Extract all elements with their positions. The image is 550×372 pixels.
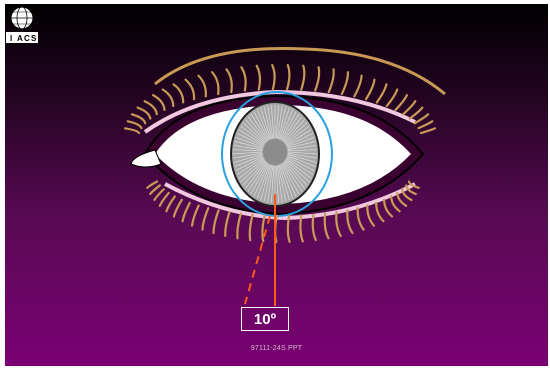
angle-label: 10º [254,311,276,328]
offset-axis-dashed-line [245,216,270,304]
eyelash [214,210,219,233]
eyelash [387,90,398,107]
slide-footer: 97111-24S.PPT [5,345,548,352]
eyelash [366,80,374,100]
eyelash [313,215,316,240]
eyelash [262,216,264,242]
globe-logo-icon: I A C S [5,4,39,44]
slide: 10º 97111-24S.PPT I A C S [5,4,548,366]
eyelash [354,76,361,97]
file-label: 97111-24S.PPT [251,345,302,352]
tear-duct [131,150,161,167]
eyelash [415,114,428,123]
eyelash [396,95,407,110]
pupil [263,139,287,165]
eyelash [163,90,174,107]
eyelash [174,84,184,102]
eyelash [225,212,229,236]
eyelash [198,76,205,97]
eyelash [183,203,190,221]
eyelash [166,196,174,211]
eyelash [329,69,334,92]
eyelash [347,210,352,233]
eyelash [150,185,160,194]
eyelash [315,67,319,90]
eyelash [226,69,231,92]
eyelash [272,65,274,89]
eyelash [174,200,182,217]
eyelash [301,66,304,90]
eyelash [237,214,240,239]
eyelash [384,200,392,217]
eyelash [154,189,163,200]
angle-label-box: 10º [241,307,289,331]
eyelash [403,101,415,114]
logo-letter: C [24,34,30,43]
eyelash [160,193,169,206]
eyelash [257,66,260,90]
eyelash [125,128,139,133]
eyelash [202,208,208,229]
eyelash [287,65,289,89]
logo-letter: I [10,34,12,43]
eyelash [288,216,290,242]
eyelash [376,203,383,221]
eyelash [342,72,348,94]
eyelash [325,214,329,239]
eyelash [421,128,435,133]
eyelash [419,121,433,128]
eyelash [147,182,157,188]
eyelash [336,212,340,236]
upper-lid-crease [155,48,445,94]
eyelash [192,206,199,226]
eyelash [410,108,423,119]
eyelash [250,215,253,240]
eyelash [377,84,387,102]
eyelash [212,72,218,94]
eyelash [186,80,195,100]
eyelash [128,121,142,128]
eyelash [300,216,302,242]
logo-letter: A [17,34,23,43]
eyelash [358,208,364,229]
eyelash [241,67,245,90]
eyelash [367,206,374,226]
logo-letter: S [31,34,37,43]
